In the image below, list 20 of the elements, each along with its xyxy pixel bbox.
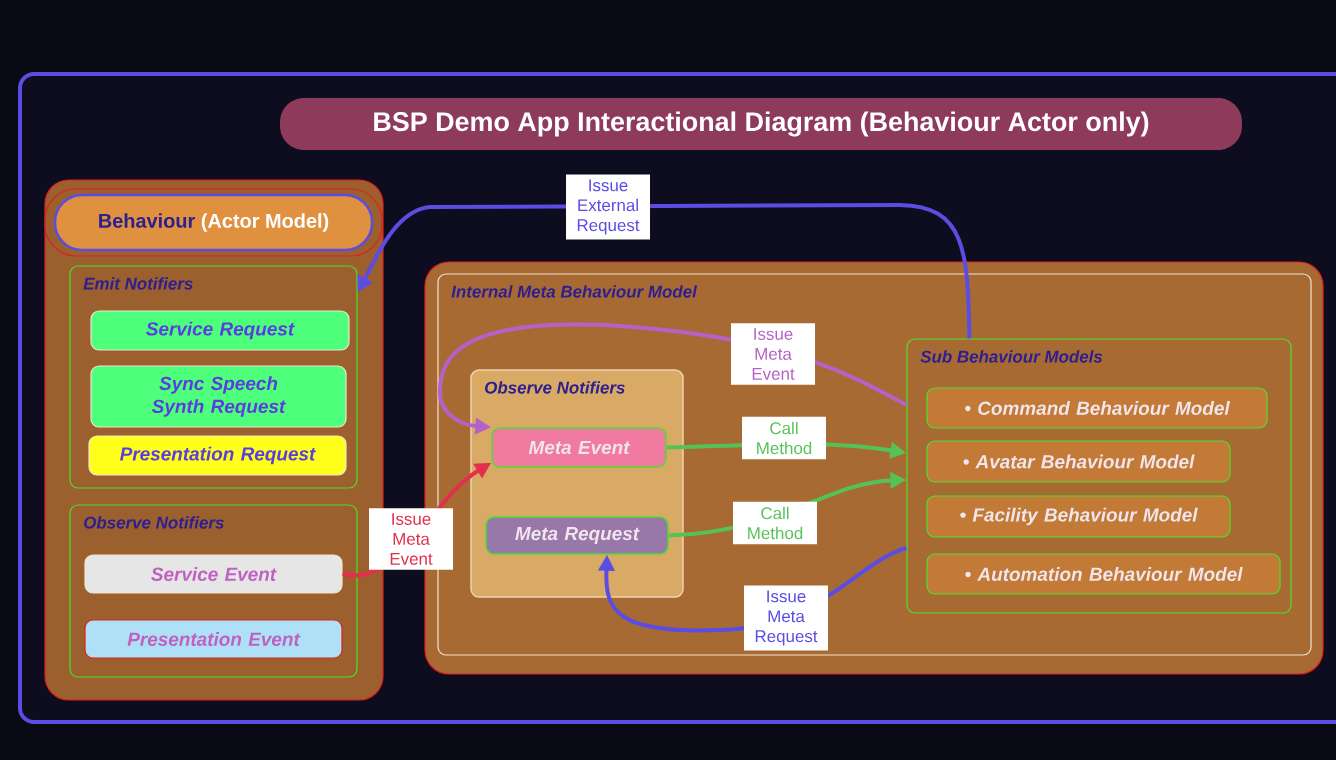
notifier-box: Presentation Request	[88, 435, 347, 476]
model-box: • Facility Behaviour Model	[926, 495, 1231, 538]
arrow	[357, 203, 972, 339]
edge-label: Issue External Request	[566, 174, 650, 240]
heading-pill: Behaviour (Actor Model)	[44, 188, 383, 257]
model-box: • Command Behaviour Model	[926, 387, 1268, 429]
notifier-box: Service Request	[90, 310, 350, 351]
notifier-box: Presentation Event	[84, 619, 343, 659]
edge-label: Call Method	[733, 501, 817, 545]
model-box: • Automation Behaviour Model	[926, 553, 1281, 595]
notifier-box: Service Event	[84, 554, 343, 594]
notifier-box: Sync Speech Synth Request	[90, 365, 347, 428]
edge-label: Issue Meta Event	[369, 508, 453, 570]
notifier-box: Meta Event	[491, 427, 667, 468]
edge-label: Issue Meta Request	[744, 585, 828, 651]
edge-label: Issue Meta Event	[731, 323, 815, 385]
notifier-box: Meta Request	[485, 516, 669, 555]
model-box: • Avatar Behaviour Model	[926, 440, 1231, 483]
title-banner: BSP Demo App Interactional Diagram (Behaviour Actor only)	[280, 98, 1243, 150]
edge-label: Call Method	[742, 416, 826, 460]
